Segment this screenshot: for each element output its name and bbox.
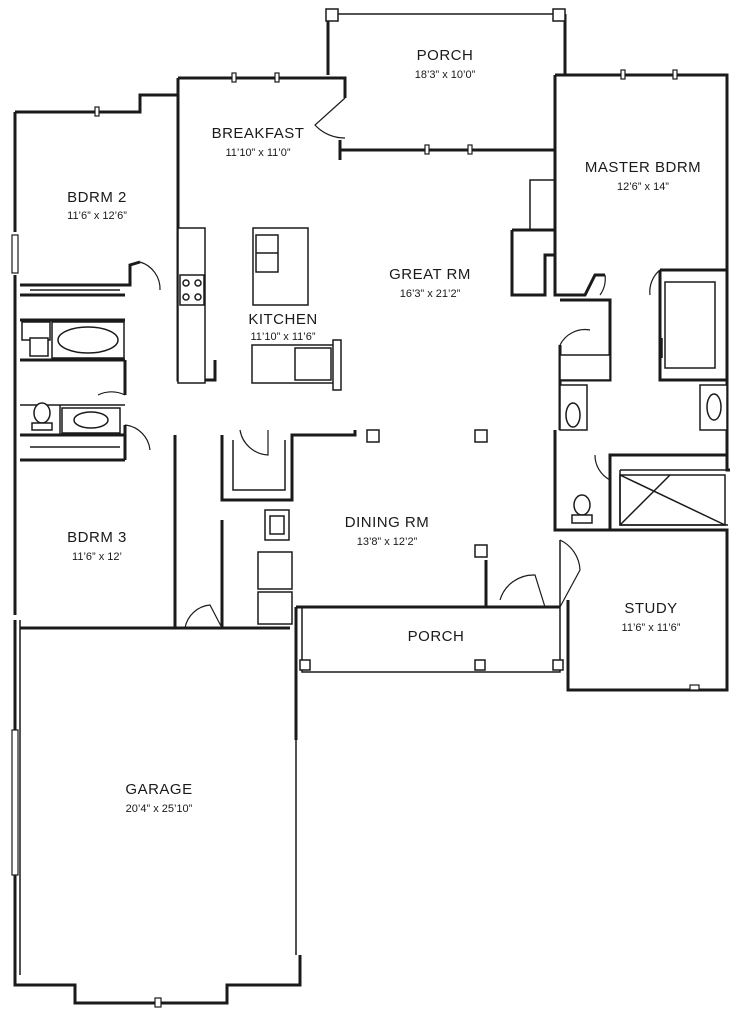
column (299, 659, 311, 671)
room-name-dining-rm: DINING RM (345, 514, 430, 531)
room-dims-bdrm3: 11’6” x 12’ (72, 551, 122, 563)
master-toilet-tank (571, 514, 593, 524)
column (366, 429, 380, 443)
range (179, 274, 205, 306)
window (11, 729, 19, 876)
dryer (257, 591, 293, 625)
master-sink (706, 393, 722, 421)
tub-basin (57, 326, 119, 354)
room-labels: PORCH 18’3” x 10’0” BREAKFAST 11’10” x 1… (67, 47, 701, 815)
window (467, 144, 473, 155)
shower (619, 474, 726, 526)
room-name-porch-front: PORCH (408, 628, 465, 645)
burner-icon (194, 293, 202, 301)
bathtub (51, 321, 125, 359)
burner-icon (194, 279, 202, 287)
room-dims-great-rm: 16’3” x 21’2” (400, 288, 461, 300)
windows (11, 69, 700, 1008)
posts (299, 8, 566, 671)
room-name-breakfast: BREAKFAST (212, 125, 305, 142)
room-name-bdrm3: BDRM 3 (67, 529, 127, 546)
toilet (33, 402, 51, 424)
window (231, 72, 237, 83)
window (154, 997, 162, 1008)
room-dims-bdrm2: 11’6” x 12’6” (67, 210, 127, 222)
utility-sink (264, 509, 290, 541)
toilet-tank (31, 422, 53, 431)
column (552, 8, 566, 22)
window (94, 106, 100, 117)
refrigerator (294, 347, 332, 381)
burner-icon (182, 279, 190, 287)
room-name-garage: GARAGE (125, 781, 192, 798)
room-dims-kitchen: 11’10” x 11’6” (250, 331, 315, 343)
window (672, 69, 678, 80)
room-name-kitchen: KITCHEN (248, 311, 317, 328)
room-dims-master-bdrm: 12’6” x 14” (617, 181, 669, 193)
room-name-study: STUDY (624, 600, 677, 617)
master-toilet (573, 494, 591, 516)
window (620, 69, 626, 80)
pantry-shelf (332, 339, 342, 391)
room-dims-garage: 20’4” x 25’10” (126, 803, 193, 815)
room-name-bdrm2: BDRM 2 (67, 189, 127, 206)
column (474, 429, 488, 443)
master-vanity-2 (559, 384, 588, 431)
utility-sink-basin (269, 515, 285, 535)
column (474, 544, 488, 558)
room-dims-breakfast: 11’10” x 11’0” (225, 147, 290, 159)
burner-icon (182, 293, 190, 301)
column (325, 8, 339, 22)
window (424, 144, 430, 155)
master-sink-2 (565, 402, 581, 428)
room-name-porch-rear: PORCH (417, 47, 474, 64)
master-vanity (699, 384, 728, 431)
column (552, 659, 564, 671)
room-dims-porch-rear: 18’3” x 10’0” (415, 69, 476, 81)
window (274, 72, 280, 83)
toilet-closet (559, 354, 611, 381)
column (474, 659, 486, 671)
master-tub (664, 281, 716, 369)
doors (97, 97, 661, 629)
washer (257, 551, 293, 590)
room-name-master-bdrm: MASTER BDRM (585, 159, 701, 176)
sink-basin (73, 411, 109, 429)
room-dims-study: 11’6” x 11’6” (622, 622, 681, 634)
window (689, 684, 700, 691)
fixtures (21, 227, 728, 625)
linen-closet (29, 337, 49, 357)
window (11, 234, 19, 274)
room-name-great-rm: GREAT RM (389, 266, 471, 283)
room-dims-dining-rm: 13’8” x 12’2” (357, 536, 418, 548)
